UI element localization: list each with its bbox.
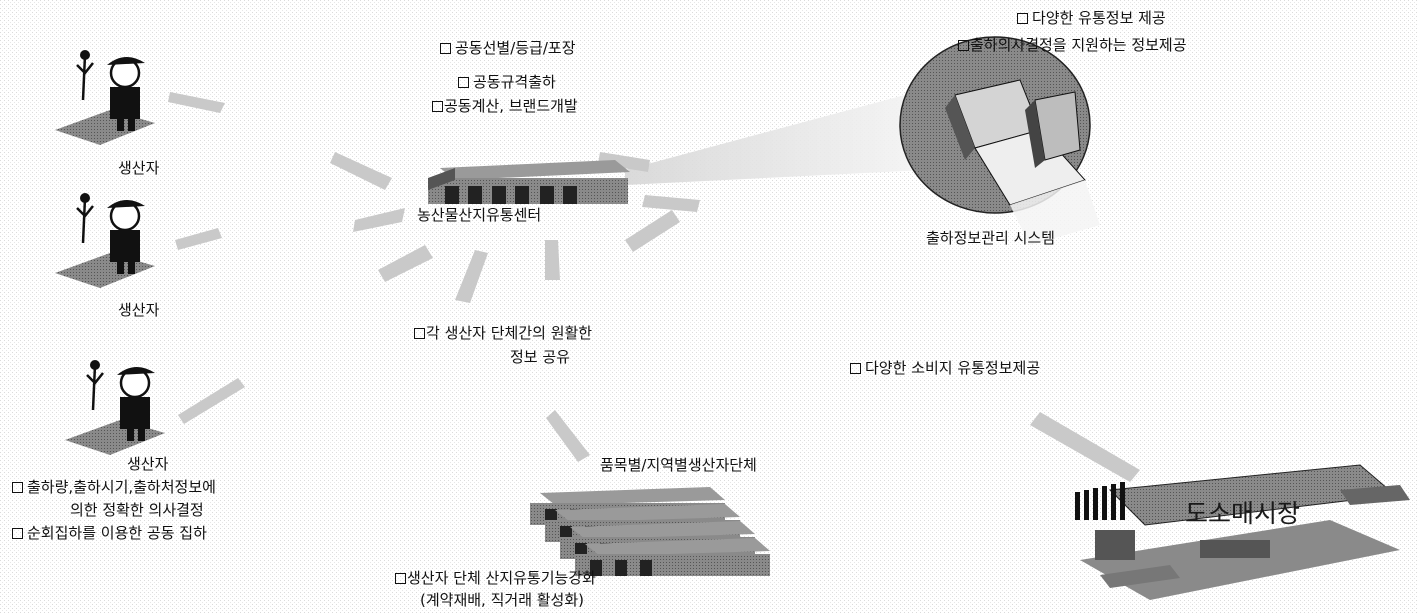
center-function: 공동계산, 브랜드개발 [432,96,578,116]
market-label: 도소매시장 [1185,499,1301,528]
checkbox-icon [1017,13,1028,24]
checkbox-icon [414,328,425,339]
producer-groups-label: 품목별/지역별생산자단체 [600,456,757,474]
producer-groups-buildings [530,487,770,576]
arrow-icon [353,208,405,232]
info-sharing-note: 각 생산자 단체간의 원활한 [414,323,592,343]
producer-note: 순회집하를 이용한 공동 집하 [12,523,207,543]
arrow-icon [178,378,245,424]
system-function: 다양한 유통정보 제공 [1017,8,1166,28]
arrow-icon [625,210,680,252]
checkbox-icon [440,43,451,54]
producer-groups-note: (계약재배, 직거래 활성화) [420,591,585,609]
checkbox-icon [12,528,23,539]
farmer-icon [55,50,155,145]
producer-label: 생산자 [127,455,169,473]
checkbox-icon [850,363,861,374]
farmer-icon [55,193,155,288]
checkbox-icon [958,40,969,51]
info-sharing-note: 정보 공유 [510,348,570,366]
arrow-icon [1030,412,1140,482]
producer-note: 출하량,출하시기,출하처정보에 [12,477,216,497]
checkbox-icon [395,573,406,584]
producer-label: 생산자 [118,159,160,177]
computer-system-icon [899,36,1100,245]
producer-figures [55,50,165,455]
farmer-icon [65,360,165,455]
consumer-info-note: 다양한 소비지 유통정보제공 [850,358,1040,378]
system-function: 출하의사결정을 지원하는 정보제공 [958,35,1187,55]
producer-groups-note: 생산자 단체 산지유통기능강화 [395,568,596,588]
flow-arrows [168,92,1140,482]
arrow-icon [598,152,650,172]
arrow-icon [546,410,590,462]
system-label: 출하정보관리 시스템 [926,229,1055,247]
arrow-icon [642,195,700,212]
system-link-beam [625,95,925,185]
checkbox-icon [458,77,469,88]
market-building [1075,464,1410,600]
distribution-center-building [428,160,630,204]
checkbox-icon [432,101,443,112]
producer-note: 의한 정확한 의사결정 [70,501,204,519]
arrow-icon [455,250,488,303]
arrow-icon [545,240,560,280]
arrow-icon [330,152,392,190]
producer-label: 생산자 [118,301,160,319]
arrow-icon [175,228,222,250]
arrow-icon [168,92,225,113]
center-label: 농산물산지유통센터 [417,206,542,224]
center-function: 공동선별/등급/포장 [440,38,576,58]
center-function: 공동규격출하 [458,72,556,92]
checkbox-icon [12,482,23,493]
arrow-icon [378,245,433,282]
